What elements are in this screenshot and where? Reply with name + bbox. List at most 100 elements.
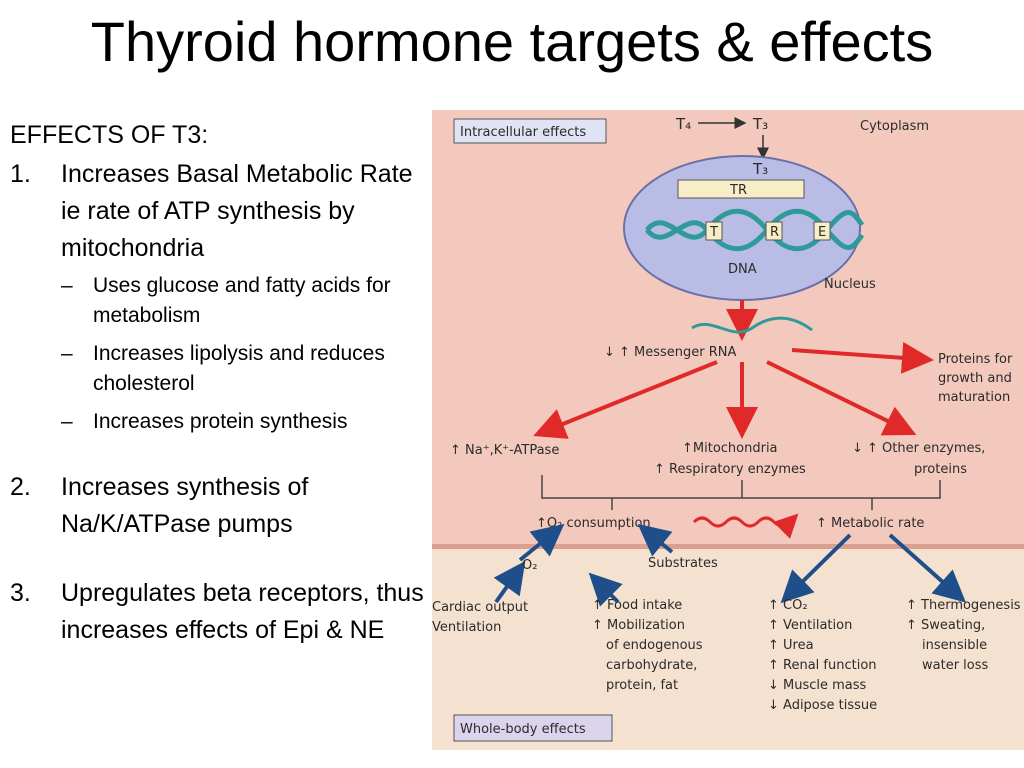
o2-consumption-label: ↑O₂ consumption [536,516,651,531]
item-number: 1. [10,160,31,188]
thermo-line: insensible [922,638,987,653]
svg-text:Ventilation: Ventilation [432,620,501,635]
dna-strand [645,208,865,252]
item-text: Increases synthesis of Na/K/ATPase pumps [61,473,309,538]
wavy-arrow [692,513,799,539]
svg-text:Cardiac output: Cardiac output [432,600,528,615]
mrna-enzymes-arrow [766,360,917,436]
item-number: 2. [10,473,31,501]
cardiac-line: Cardiac output [432,600,528,615]
sub-item-text: Uses glucose and fatty acids for metabol… [93,274,391,327]
dna-label: DNA [728,262,757,277]
tre-r: R [770,225,779,240]
tre-e: E [818,225,826,240]
mitochondria-label: ↑Mitochondria [682,441,778,456]
proteins-line: Proteins for [938,352,1013,367]
item-number: 3. [10,579,31,607]
svg-text:↑ CO₂: ↑ CO₂ [768,598,808,613]
svg-text:↑ Urea: ↑ Urea [768,638,814,653]
cardiac-line: Ventilation [432,620,501,635]
svg-text:carbohydrate,: carbohydrate, [606,658,697,673]
sub-item-text: Increases lipolysis and reduces choleste… [93,342,385,395]
svg-text:↓ Adipose tissue: ↓ Adipose tissue [768,698,877,713]
t3-label-top: T₃ [752,115,768,133]
respiratory-label: ↑ Respiratory enzymes [654,462,806,477]
o2-label: O₂ [522,558,537,573]
svg-text:↑ Thermogenesis: ↑ Thermogenesis [906,598,1021,613]
mrna-label: ↓ ↑ Messenger RNA [604,345,737,360]
svg-text:Proteins for: Proteins for [938,352,1013,367]
svg-text:↑ Sweating,: ↑ Sweating, [906,618,985,633]
intracellular-label-box [453,118,607,144]
t3-label-mid: T₃ [752,160,768,178]
thermo-arrow [888,533,966,603]
tre-box [813,221,831,241]
food-line: ↑ Food intake [592,598,682,613]
effects-list: EFFECTS OF T3: 1. Increases Basal Metabo… [10,118,425,649]
co2-line: ↑ Urea [768,638,814,653]
svg-text:↑ Food intake: ↑ Food intake [592,598,682,613]
food-line: protein, fat [606,678,678,693]
food-line: carbohydrate, [606,658,697,673]
nucleus-label: Nucleus [824,277,876,292]
co2-line: ↓ Muscle mass [768,678,867,693]
membrane-line [432,544,1024,549]
svg-text:of endogenous: of endogenous [606,638,703,653]
tre-box [765,221,783,241]
thermo-line: ↑ Thermogenesis [906,598,1021,613]
effect-item-3: 3. Upregulates beta receptors, thus incr… [10,575,425,649]
sub-list: –Uses glucose and fatty acids for metabo… [61,271,425,437]
intracellular-label: Intracellular effects [460,125,586,140]
svg-text:water loss: water loss [922,658,989,673]
svg-text:growth and: growth and [938,371,1012,386]
svg-text:↑ Ventilation: ↑ Ventilation [768,618,852,633]
effect-item-2: 2. Increases synthesis of Na/K/ATPase pu… [10,469,425,543]
sub-item-text: Increases protein synthesis [93,410,348,433]
cardiac-arrow [493,560,526,604]
co2-line: ↑ Renal function [768,658,877,673]
food-line: of endogenous [606,638,703,653]
dna-strand [645,208,865,252]
svg-text:↓ ↑ Other enzymes,: ↓ ↑ Other enzymes, [852,441,985,456]
t4-label: T₄ [675,115,691,133]
svg-text:insensible: insensible [922,638,987,653]
thyroid-diagram: Intracellular effects T₄ T₃ Cytoplasm T₃… [432,110,1024,750]
sub-item: –Increases lipolysis and reduces cholest… [61,342,385,395]
effects-heading: EFFECTS OF T3: [10,121,209,149]
co2-line: ↑ Ventilation [768,618,852,633]
whole-body-label-box [453,714,613,742]
cytoplasm-label: Cytoplasm [860,119,929,134]
whole-body-label: Whole-body effects [460,722,586,737]
o2-arrow [518,523,565,562]
slide-title: Thyroid hormone targets & effects [90,10,934,73]
svg-text:proteins: proteins [914,462,967,477]
food-arrow [588,572,623,607]
svg-text:protein, fat: protein, fat [606,678,678,693]
tre-t: T [709,225,718,240]
atpase-label: ↑ Na⁺,K⁺-ATPase [450,443,559,458]
other-enzymes-line: ↓ ↑ Other enzymes, [852,441,985,456]
mrna-proteins-arrow [791,341,934,374]
mrna-wave [691,316,813,334]
effect-item-1: 1. Increases Basal Metabolic Rate ie rat… [10,156,425,437]
co2-line: ↓ Adipose tissue [768,698,877,713]
svg-text:↑ Mobilization: ↑ Mobilization [592,618,685,633]
food-line: ↑ Mobilization [592,618,685,633]
sub-item: –Increases protein synthesis [61,410,348,433]
svg-text:maturation: maturation [938,390,1010,405]
item-text: Upregulates beta receptors, thus increas… [61,579,424,644]
other-enzymes-line: proteins [914,462,967,477]
item-text: Increases Basal Metabolic Rate ie rate o… [61,160,413,262]
substrates-label: Substrates [648,556,718,571]
mrna-atpase-arrow [533,360,718,439]
co2-arrow [780,533,852,604]
co2-line: ↑ CO₂ [768,598,808,613]
tr-receptor [677,179,805,199]
thermo-line: water loss [922,658,989,673]
tre-box [705,221,723,241]
metabolic-rate-label: ↑ Metabolic rate [816,516,924,531]
svg-text:↓ Muscle mass: ↓ Muscle mass [768,678,867,693]
bracket-line [541,475,941,499]
svg-text:↑ Renal function: ↑ Renal function [768,658,877,673]
proteins-line: maturation [938,390,1010,405]
